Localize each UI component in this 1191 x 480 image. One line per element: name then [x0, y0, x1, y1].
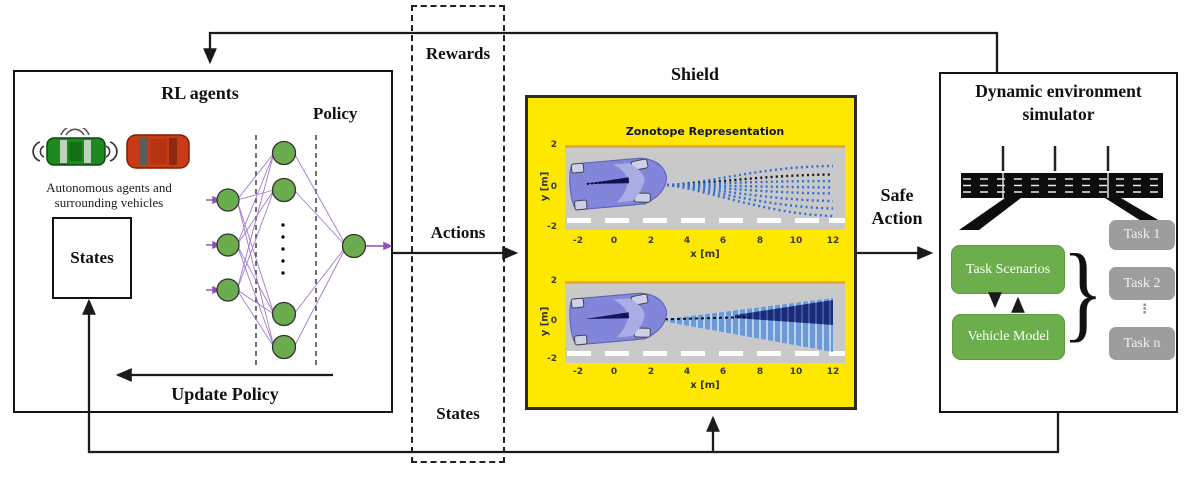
hidden-layer-ellipsis — [281, 223, 285, 275]
p1-ytick-2: -2 — [547, 222, 557, 232]
task-scenarios-box: Task Scenarios — [951, 245, 1065, 294]
surrounding-car-icon — [126, 134, 190, 169]
p1-xtick-0: -2 — [573, 236, 583, 246]
p1-ytick-0: 2 — [550, 140, 557, 150]
p1-xtick-2: 2 — [647, 236, 655, 246]
simulator-title-line1: Dynamic environment — [975, 81, 1142, 101]
p1-xtick-1: 0 — [610, 236, 618, 246]
ego-vehicle-icon — [569, 292, 668, 346]
caption-line1: Autonomous agents and — [46, 180, 172, 195]
p2-xtick-0: -2 — [573, 367, 583, 377]
task-2-box: Task 2 — [1109, 267, 1175, 300]
task-1-box: Task 1 — [1109, 220, 1175, 250]
brace-glyph: } — [1062, 233, 1104, 352]
p1-xtick-4: 6 — [719, 236, 727, 246]
p2-ytick-2: -2 — [547, 354, 557, 364]
p1-xtick-3: 4 — [683, 236, 691, 246]
vehicles-caption: Autonomous agents and surrounding vehicl… — [23, 180, 195, 210]
vehicle-model-label: Vehicle Model — [967, 329, 1050, 344]
simulator-title-line2: simulator — [1022, 104, 1095, 124]
policy-network-diagram — [206, 135, 392, 366]
candidate-trajectories — [666, 164, 834, 218]
p2-xtick-2: 2 — [647, 367, 655, 377]
p2-xtick-3: 4 — [683, 367, 691, 377]
p1-xlabel: x [m] — [690, 249, 720, 260]
vehicle-model-box: Vehicle Model — [952, 314, 1065, 360]
p2-ytick-0: 2 — [550, 276, 557, 286]
zonotope-trajectory-plot — [565, 145, 845, 230]
ego-vehicle-icon — [569, 157, 668, 211]
p2-xtick-1: 0 — [610, 367, 618, 377]
task-scenarios-label: Task Scenarios — [965, 261, 1051, 277]
layer-divider-lines — [255, 135, 317, 366]
simulator-box: Dynamic environment simulator T — [939, 72, 1178, 413]
task-n-label: Task n — [1123, 335, 1161, 351]
task-n-box: Task n — [1109, 327, 1175, 360]
safe-action-label: Safe Action — [856, 184, 938, 230]
trajectory-plot-canvas — [567, 157, 845, 223]
input-arrows — [206, 195, 221, 295]
simulator-title: Dynamic environment simulator — [941, 80, 1176, 126]
p1-ytick-1: 0 — [550, 182, 557, 192]
shield-box: Zonotope Representation — [525, 95, 857, 410]
task-2-label: Task 2 — [1123, 275, 1161, 291]
p2-xtick-6: 10 — [789, 367, 803, 377]
caption-line2: surrounding vehicles — [54, 195, 164, 210]
output-arrow — [366, 241, 392, 251]
rewards-label: Rewards — [425, 44, 491, 63]
rl-agents-box: RL agents Policy — [13, 70, 393, 413]
update-policy-label: Update Policy — [171, 384, 279, 404]
p2-xtick-4: 6 — [719, 367, 727, 377]
states-box-label: States — [70, 248, 114, 267]
lane-marking-dashes — [567, 351, 845, 356]
safe-action-line2: Action — [871, 208, 923, 228]
plot-title: Zonotope Representation — [625, 125, 785, 138]
on-ramp — [959, 198, 1021, 230]
autonomous-car-icon — [32, 128, 118, 166]
policy-label: Policy — [313, 104, 358, 123]
reachable-plot-canvas — [567, 292, 845, 356]
tasks-ellipsis: ⋮ — [1138, 302, 1151, 317]
p2-xlabel: x [m] — [690, 380, 720, 391]
merge-separators — [1002, 173, 1109, 198]
rewards-feedback-arrow — [203, 31, 999, 72]
p2-xtick-5: 8 — [756, 367, 764, 377]
actions-label: Actions — [430, 223, 486, 242]
zonotope-reachable-set-plot — [565, 281, 845, 363]
shield-title: Shield — [670, 64, 720, 84]
states-box: States — [52, 217, 132, 299]
task-1-label: Task 1 — [1123, 227, 1161, 242]
p1-xtick-7: 12 — [826, 236, 840, 246]
vehicles-illustration — [32, 128, 190, 169]
p2-xtick-7: 12 — [826, 367, 840, 377]
p2-ylabel: y [m] — [539, 306, 551, 337]
main-road — [961, 173, 1163, 198]
p1-xtick-6: 10 — [789, 236, 803, 246]
signal-bus-box: Rewards Actions States — [411, 5, 505, 463]
highway-illustration — [959, 146, 1165, 231]
bus-states-label: States — [436, 404, 480, 423]
rl-agents-title: RL agents — [161, 83, 239, 103]
road-segment-ticks — [1001, 146, 1110, 171]
p1-xtick-5: 8 — [756, 236, 764, 246]
lane-marking-dashes — [567, 218, 845, 223]
p1-ylabel: y [m] — [539, 171, 551, 202]
safe-action-line1: Safe — [880, 185, 914, 205]
